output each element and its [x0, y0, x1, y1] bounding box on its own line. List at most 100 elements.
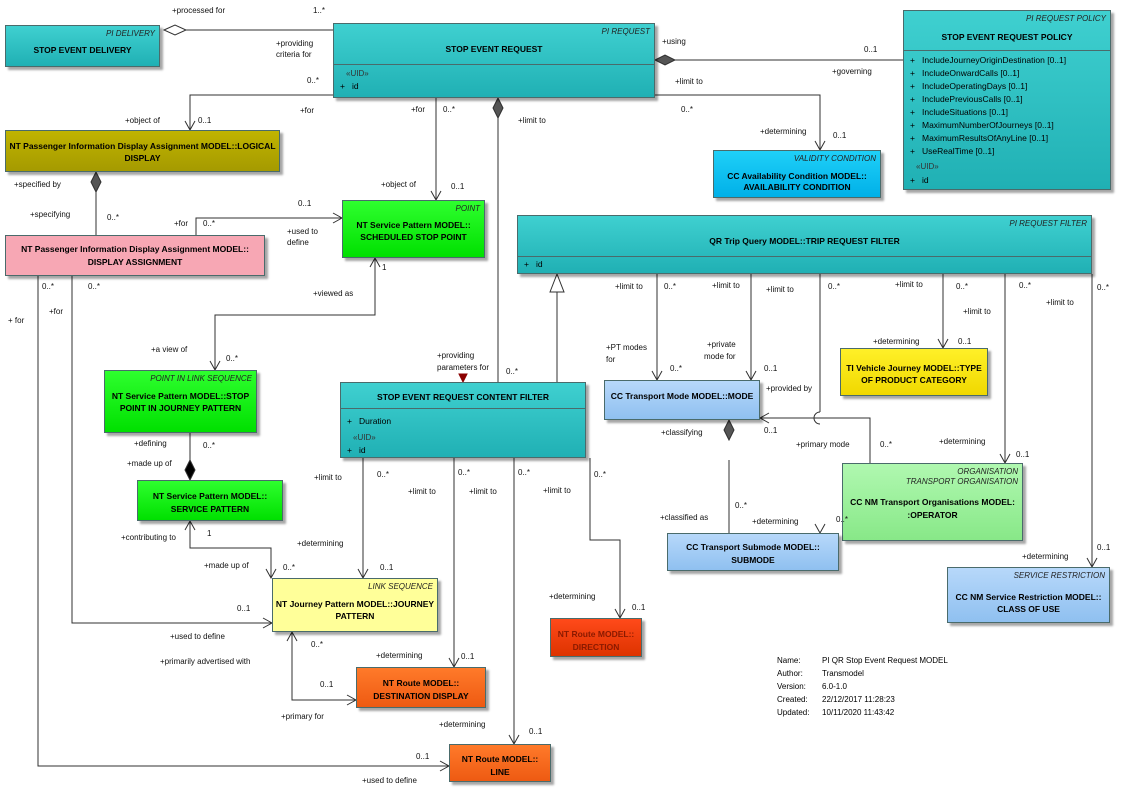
- role-label: +limit to: [615, 282, 643, 291]
- role-label: parameters for: [437, 363, 490, 372]
- class-service-pattern[interactable]: NT Service Pattern MODEL:: SERVICE PATTE…: [137, 480, 283, 521]
- role-label: +used to define: [362, 776, 417, 785]
- role-label: +used to define: [170, 632, 225, 641]
- role-label: +specified by: [14, 180, 61, 189]
- class-name: STOP EVENT DELIVERY: [33, 45, 132, 55]
- multiplicity-label: 0..*: [458, 468, 471, 477]
- class-stop-point-in-journey-pattern[interactable]: POINT IN LINK SEQUENCE NT Service Patter…: [104, 370, 257, 433]
- role-label: +provided by: [766, 384, 813, 393]
- multiplicity-label: 0..*: [1019, 281, 1032, 290]
- class-name-line1: CC Availability Condition MODEL::: [727, 171, 867, 181]
- class-transport-submode[interactable]: CC Transport Submode MODEL:: SUBMODE: [667, 533, 839, 571]
- class-stop-event-request-policy[interactable]: PI REQUEST POLICY STOP EVENT REQUEST POL…: [903, 10, 1111, 190]
- class-name-line1: CC Transport Submode MODEL::: [686, 542, 820, 552]
- role-label: +a view of: [151, 345, 188, 354]
- class-name-line2: DESTINATION DISPLAY: [373, 691, 469, 701]
- attribute: +IncludeSituations [0..1]: [910, 107, 1009, 117]
- multiplicity-label: 0..*: [1097, 283, 1110, 292]
- role-label: for: [606, 355, 616, 364]
- multiplicity-label: 0..1: [1016, 450, 1030, 459]
- stereotype-label: PI REQUEST: [601, 27, 650, 36]
- role-label: +limit to: [543, 486, 571, 495]
- class-type-of-product-category[interactable]: TI Vehicle Journey MODEL::TYPE OF PRODUC…: [840, 348, 988, 396]
- role-label: +determining: [549, 592, 596, 601]
- stereotype-label: POINT: [455, 204, 480, 213]
- info-name-key: Name:: [777, 656, 801, 665]
- class-name-line1: NT Passenger Information Display Assignm…: [9, 141, 276, 151]
- role-label: +limit to: [766, 285, 794, 294]
- multiplicity-label: 0..*: [828, 282, 841, 291]
- multiplicity-label: 0..*: [311, 640, 324, 649]
- uid-stereotype: «UID»: [916, 162, 939, 171]
- attribute-id: +id: [910, 175, 929, 185]
- class-name-line2: DIRECTION: [572, 642, 620, 652]
- info-updated-value: 10/11/2020 11:43:42: [822, 708, 895, 717]
- multiplicity-label: 0..*: [443, 105, 456, 114]
- class-name-line2: SCHEDULED STOP POINT: [360, 232, 467, 242]
- role-label: +specifying: [30, 210, 71, 219]
- multiplicity-label: 0..*: [518, 468, 531, 477]
- line-request-validity: [655, 94, 821, 150]
- attribute: +IncludeJourneyOriginDestination [0..1]: [910, 55, 1067, 65]
- multiplicity-label: 0..1: [298, 199, 312, 208]
- multiplicity-label: 0..*: [506, 367, 519, 376]
- class-name-line2: AVAILABILITY CONDITION: [743, 182, 851, 192]
- class-journey-pattern[interactable]: LINK SEQUENCE NT Journey Pattern MODEL::…: [272, 578, 438, 632]
- class-destination-display[interactable]: NT Route MODEL:: DESTINATION DISPLAY: [356, 667, 486, 708]
- class-operator[interactable]: ORGANISATION TRANSPORT ORGANISATION CC N…: [842, 463, 1023, 541]
- role-label: +determining: [1022, 552, 1069, 561]
- class-scheduled-stop-point[interactable]: POINT NT Service Pattern MODEL:: SCHEDUL…: [342, 200, 485, 258]
- role-label: +providing: [276, 39, 314, 48]
- multiplicity-label: 0..1: [320, 680, 334, 689]
- diamond-request-filter: [492, 96, 504, 120]
- diagram-info: Name:PI QR Stop Event Request MODEL Auth…: [777, 654, 948, 719]
- attribute: +IncludePreviousCalls [0..1]: [910, 94, 1023, 104]
- role-label: + for: [8, 316, 25, 325]
- attribute-id: +id: [347, 445, 366, 455]
- class-logical-display[interactable]: NT Passenger Information Display Assignm…: [5, 130, 280, 172]
- role-label: +using: [662, 37, 686, 46]
- class-stop-event-request-content-filter[interactable]: STOP EVENT REQUEST CONTENT FILTER +Durat…: [340, 382, 586, 458]
- stereotype-label: PI DELIVERY: [105, 29, 155, 38]
- role-label: +object of: [125, 116, 160, 125]
- role-label: +defining: [134, 439, 167, 448]
- class-name-line2: DISPLAY ASSIGNMENT: [87, 257, 183, 267]
- role-label: +primarily advertised with: [160, 657, 251, 666]
- info-author-key: Author:: [777, 669, 803, 678]
- multiplicity-label: 0..1: [451, 182, 465, 191]
- class-trip-request-filter[interactable]: PI REQUEST FILTER QR Trip Query MODEL::T…: [517, 215, 1092, 274]
- class-class-of-use[interactable]: SERVICE RESTRICTION CC NM Service Restri…: [947, 567, 1110, 623]
- class-stop-event-request[interactable]: PI REQUEST STOP EVENT REQUEST «UID» +id: [333, 23, 655, 98]
- multiplicity-label: 0..*: [203, 219, 216, 228]
- class-name: CC Transport Mode MODEL::MODE: [610, 391, 754, 401]
- stereotype-label: PI REQUEST FILTER: [1009, 219, 1087, 228]
- class-name-line1: TI Vehicle Journey MODEL::TYPE: [846, 363, 982, 373]
- role-label: +limit to: [518, 116, 546, 125]
- class-name: STOP EVENT REQUEST: [445, 44, 543, 54]
- info-created-value: 22/12/2017 11:28:23: [822, 695, 895, 704]
- class-transport-mode[interactable]: CC Transport Mode MODEL::MODE: [604, 380, 760, 420]
- role-label: +determining: [939, 437, 986, 446]
- role-label: +private: [707, 340, 736, 349]
- class-display-assignment[interactable]: NT Passenger Information Display Assignm…: [5, 235, 265, 276]
- class-name-line1: NT Route MODEL::: [557, 629, 635, 639]
- stereotype-label: PI REQUEST POLICY: [1025, 14, 1106, 23]
- multiplicity-label: 1: [207, 529, 212, 538]
- attribute: +UseRealTime [0..1]: [910, 146, 995, 156]
- class-stop-event-delivery[interactable]: PI DELIVERY STOP EVENT DELIVERY: [5, 25, 160, 67]
- role-label: +classified as: [660, 513, 709, 522]
- role-label: +limit to: [963, 307, 991, 316]
- role-label: +processed for: [172, 6, 226, 15]
- class-direction[interactable]: NT Route MODEL:: DIRECTION: [550, 618, 642, 657]
- multiplicity-label: 0..*: [956, 282, 969, 291]
- multiplicity-label: 1: [382, 263, 387, 272]
- class-name-line2: DISPLAY: [124, 153, 161, 163]
- class-line[interactable]: NT Route MODEL:: LINE: [449, 744, 551, 782]
- role-label: +determining: [873, 337, 920, 346]
- role-label: +for: [49, 307, 64, 316]
- info-version-value: 6.0-1.0: [822, 682, 847, 691]
- class-availability-condition[interactable]: VALIDITY CONDITION CC Availability Condi…: [713, 150, 881, 198]
- role-label: +limit to: [895, 280, 923, 289]
- multiplicity-label: 0..1: [380, 563, 394, 572]
- role-label: +object of: [381, 180, 416, 189]
